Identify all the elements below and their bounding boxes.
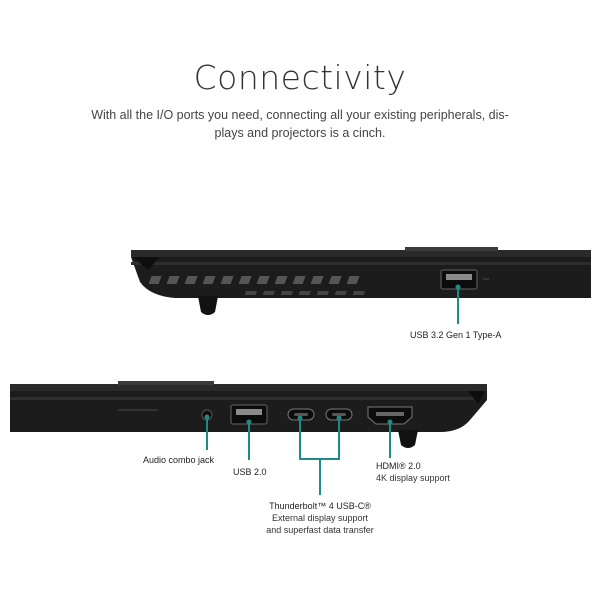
hdmi-port [367, 406, 413, 425]
usb-typea-label: USB 3.2 Gen 1 Type-A [410, 330, 502, 340]
page-title: Connectivity [193, 58, 407, 97]
vent-grille [148, 276, 360, 284]
thunderbolt-port-1 [287, 408, 315, 421]
hdmi-desc: 4K display support [376, 473, 451, 483]
hdmi-title: HDMI® 2.0 [376, 461, 421, 471]
thunderbolt-title: Thunderbolt™ 4 USB-C® [269, 501, 371, 511]
hdmi-label: HDMI® 2.0 4K display support [376, 460, 450, 484]
laptop-right-side [131, 247, 591, 324]
usb-typea-port [440, 269, 489, 290]
usb2-label: USB 2.0 [233, 467, 267, 477]
page-subtitle: With all the I/O ports you need, connect… [91, 108, 509, 140]
thunderbolt-desc-line2: and superfast data transfer [266, 525, 374, 535]
audio-jack-label: Audio combo jack [143, 455, 215, 465]
thunderbolt-label: Thunderbolt™ 4 USB-C® External display s… [250, 500, 390, 536]
laptop-left-side [10, 381, 487, 495]
thunderbolt-desc-line1: External display support [271, 513, 369, 523]
